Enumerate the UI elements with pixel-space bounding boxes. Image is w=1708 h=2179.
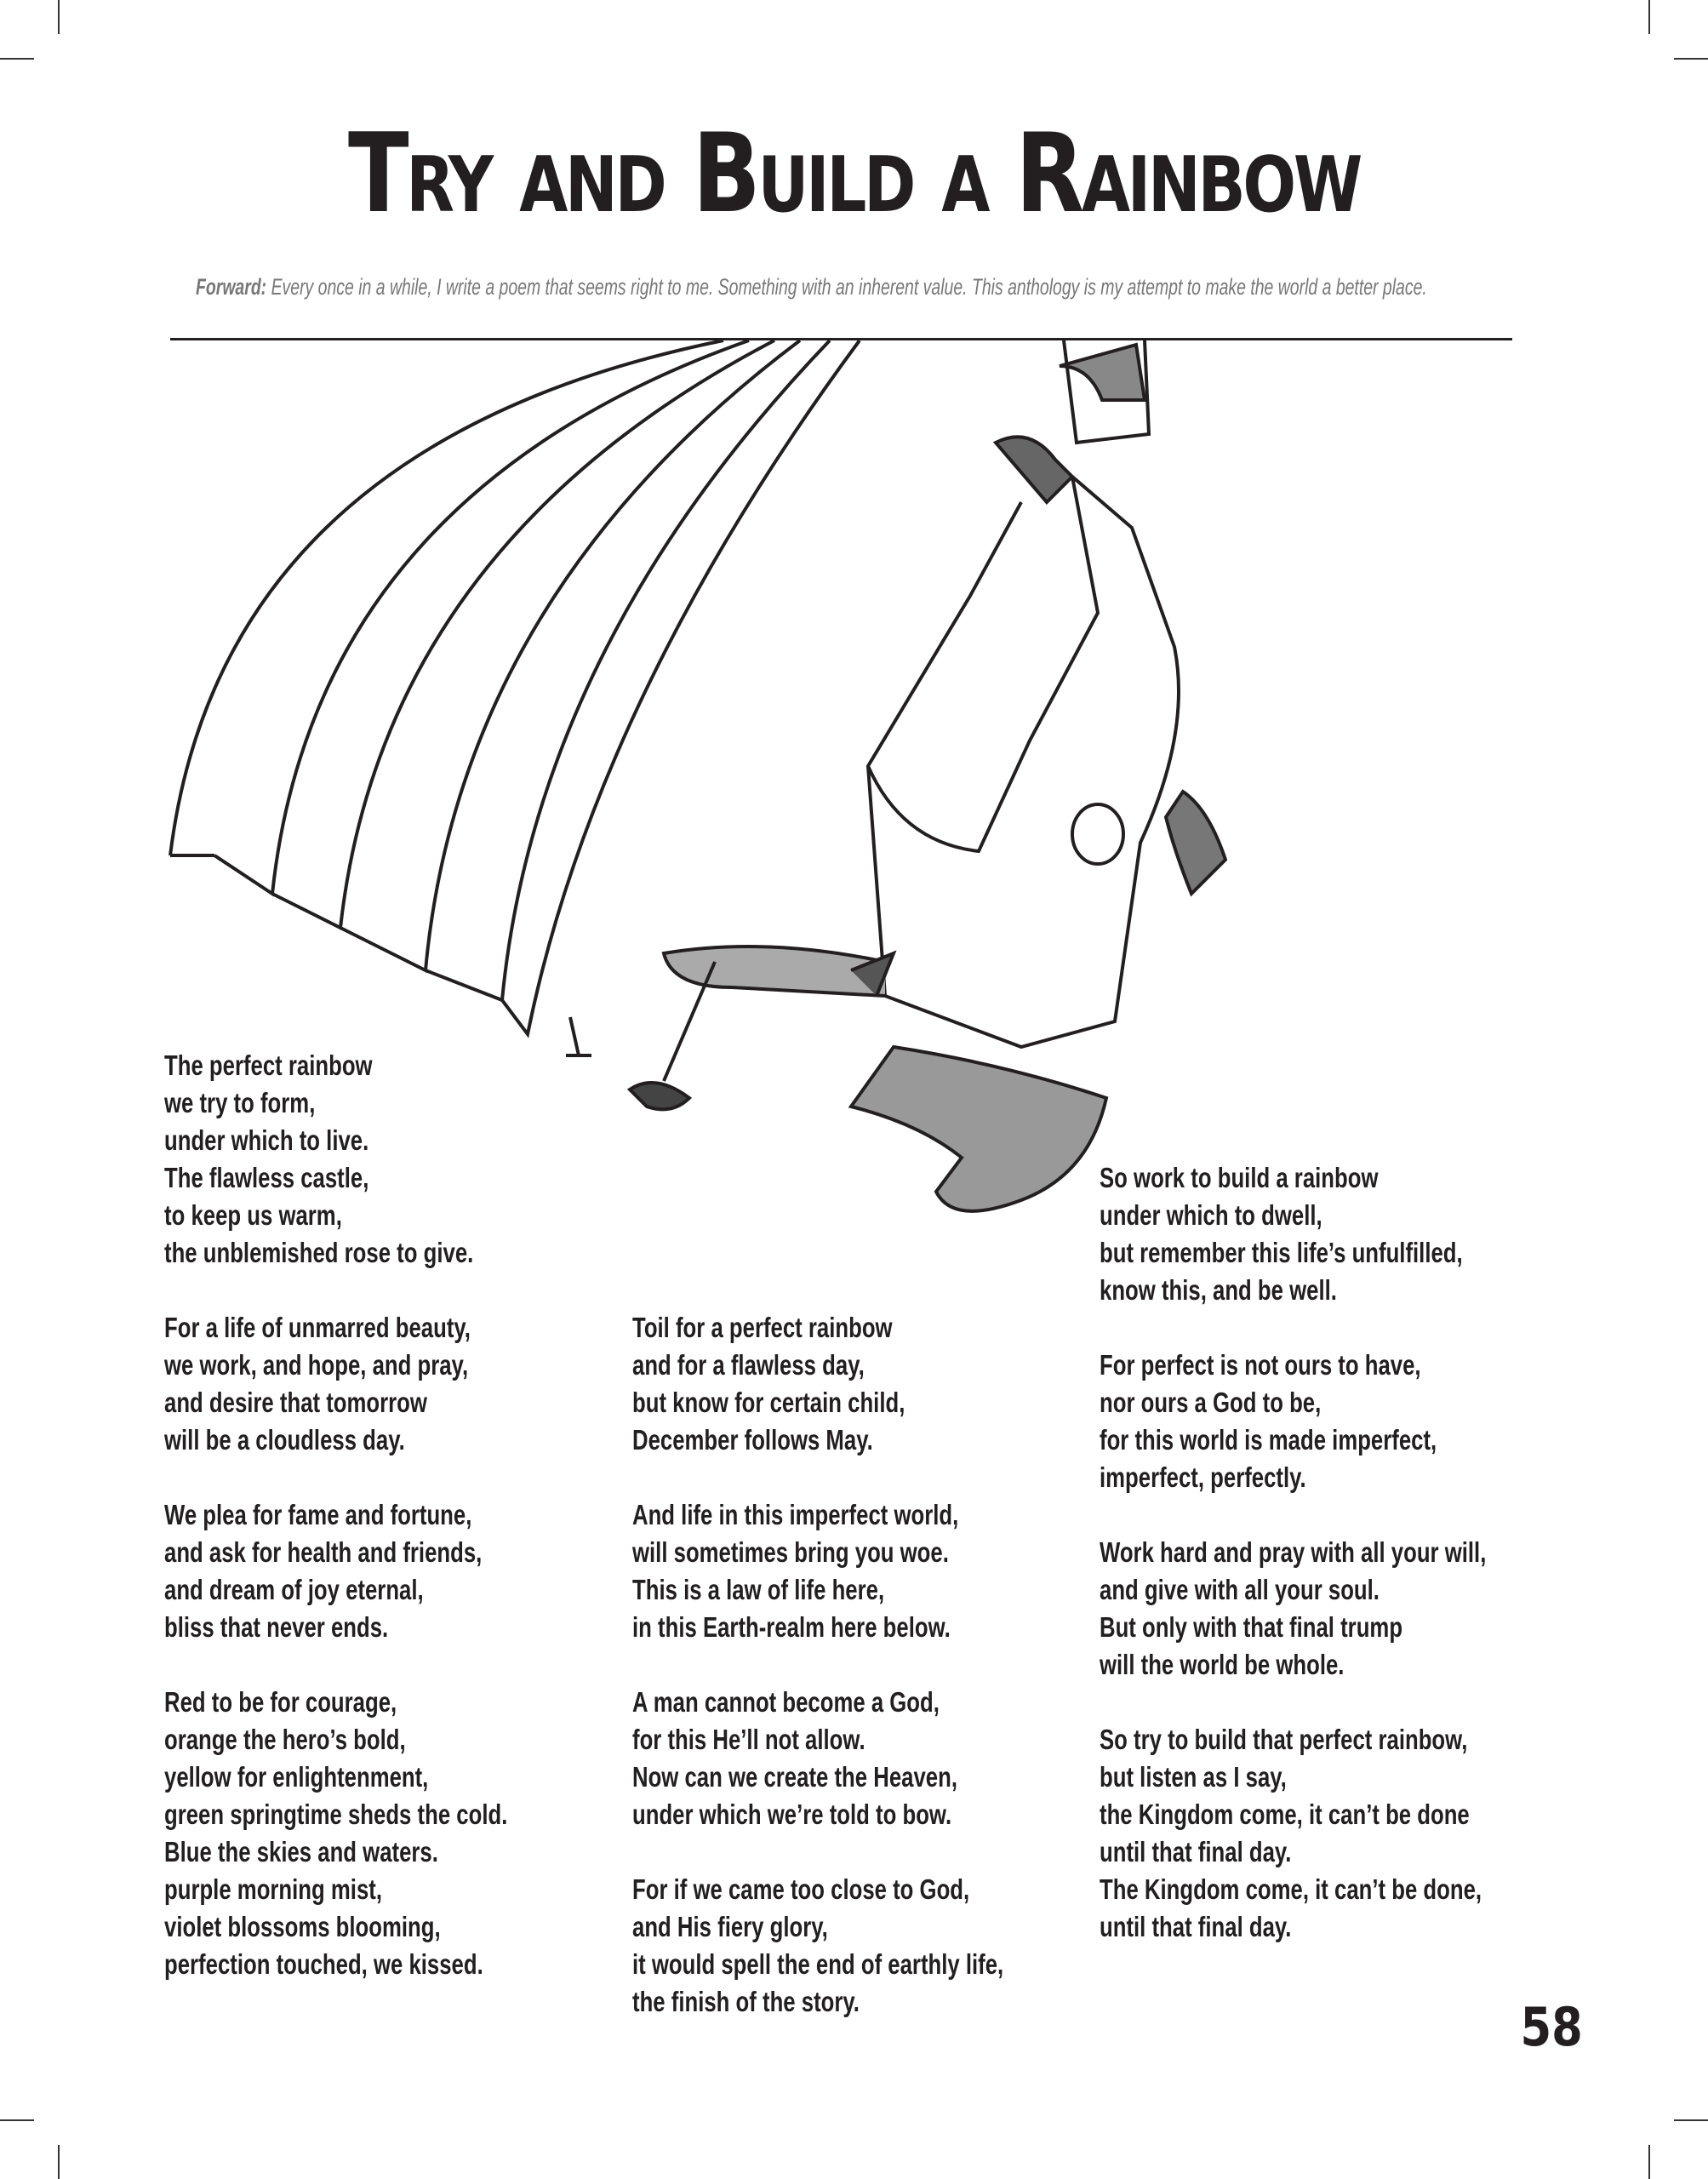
poem-line: green springtime sheds the cold. xyxy=(164,1799,508,1830)
crop-mark xyxy=(0,58,34,60)
poem-line: A man cannot become a God, xyxy=(632,1686,940,1718)
upside-down-worker xyxy=(626,340,1228,1213)
poem-line: For if we came too close to God, xyxy=(632,1873,970,1905)
poem-line: and desire that tomorrow xyxy=(164,1387,427,1418)
forward-label: Forward: xyxy=(196,274,267,300)
poem-line: imperfect, perfectly. xyxy=(1100,1461,1306,1493)
poem-line: for this He’ll not allow. xyxy=(632,1724,865,1755)
poem-line: So work to build a rainbow xyxy=(1100,1162,1379,1193)
poem-line: we try to form, xyxy=(164,1087,316,1118)
poem-line: but listen as I say, xyxy=(1100,1761,1287,1793)
poem-line: The perfect rainbow xyxy=(164,1049,373,1081)
stanza: The perfect rainbow we try to form, under … xyxy=(164,1047,507,1272)
stanza: For perfect is not ours to have, nor ours… xyxy=(1100,1347,1486,1496)
poem-line: until that final day. xyxy=(1100,1911,1292,1942)
stanza: And life in this imperfect world, will so… xyxy=(632,1496,1003,1646)
poem-line: Work hard and pray with all your will, xyxy=(1100,1536,1487,1568)
crop-mark xyxy=(1648,0,1650,34)
poem-line: But only with that final trump xyxy=(1100,1611,1403,1643)
stanza: For if we came too close to God, and His … xyxy=(632,1871,1003,2021)
poem-line: So try to build that perfect rainbow, xyxy=(1100,1724,1468,1755)
poem-line: This is a law of life here, xyxy=(632,1574,885,1605)
poem-line: And life in this imperfect world, xyxy=(632,1499,959,1530)
poem-line: For perfect is not ours to have, xyxy=(1100,1349,1421,1381)
poem-line: Red to be for courage, xyxy=(164,1686,397,1718)
poem-line: under which to dwell, xyxy=(1100,1199,1322,1231)
poem-line: will be a cloudless day. xyxy=(164,1424,405,1456)
poem-line: We plea for fame and fortune, xyxy=(164,1499,472,1530)
poem-line: nor ours a God to be, xyxy=(1100,1387,1322,1418)
poem-line: until that final day. xyxy=(1100,1836,1292,1867)
poem-line: we work, and hope, and pray, xyxy=(164,1349,469,1381)
poem-line: but remember this life’s unfulfilled, xyxy=(1100,1237,1463,1268)
stanza: So try to build that perfect rainbow, but… xyxy=(1100,1721,1486,1946)
stanza: For a life of unmarred beauty, we work, a… xyxy=(164,1309,507,1459)
crop-mark xyxy=(0,2119,34,2121)
poem-line: the unblemished rose to give. xyxy=(164,1237,474,1268)
poem-line: The Kingdom come, it can’t be done, xyxy=(1100,1873,1482,1905)
poem-line: will the world be whole. xyxy=(1100,1649,1345,1680)
poem-line: violet blossoms blooming, xyxy=(164,1911,441,1942)
crop-mark xyxy=(1674,2119,1708,2121)
forward-note: Forward: Every once in a while, I write … xyxy=(196,274,1427,300)
crop-mark xyxy=(1674,58,1708,60)
stanza: Work hard and pray with all your will, an… xyxy=(1100,1534,1486,1684)
crop-mark xyxy=(58,2145,60,2179)
poem-column-2: Toil for a perfect rainbow and for a flaw… xyxy=(632,1309,1003,2058)
stanza: We plea for fame and fortune, and ask for… xyxy=(164,1496,507,1646)
poem-line: under which we’re told to bow. xyxy=(632,1799,952,1830)
poem-line: know this, and be well. xyxy=(1100,1274,1337,1306)
poem-line: the finish of the story. xyxy=(632,1986,860,2017)
poem-line: for this world is made imperfect, xyxy=(1100,1424,1437,1456)
poem-line: but know for certain child, xyxy=(632,1387,905,1418)
poem-line: the Kingdom come, it can’t be done xyxy=(1100,1799,1470,1830)
poem-line: and dream of joy eternal, xyxy=(164,1574,424,1605)
poem-line: The flawless castle, xyxy=(164,1162,369,1193)
page-number: 58 xyxy=(1520,1996,1583,2058)
poem-line: and His fiery glory, xyxy=(632,1911,828,1942)
poem-line: bliss that never ends. xyxy=(164,1611,389,1643)
crop-mark xyxy=(58,0,60,34)
poem-line: yellow for enlightenment, xyxy=(164,1761,429,1793)
poem-line: Now can we create the Heaven, xyxy=(632,1761,957,1793)
horizontal-rule xyxy=(170,338,1512,340)
rainbow-arcs xyxy=(169,339,861,1057)
poem-line: to keep us warm, xyxy=(164,1199,342,1231)
poem-column-1: The perfect rainbow we try to form, under … xyxy=(164,1047,507,2021)
poem-line: For a life of unmarred beauty, xyxy=(164,1312,471,1343)
poem-line: December follows May. xyxy=(632,1424,873,1456)
forward-text: Every once in a while, I write a poem th… xyxy=(266,274,1427,300)
poem-line: perfection touched, we kissed. xyxy=(164,1948,483,1980)
poem-line: in this Earth-realm here below. xyxy=(632,1611,951,1643)
stanza: So work to build a rainbow under which to… xyxy=(1100,1159,1486,1309)
stanza: Red to be for courage, orange the hero’s … xyxy=(164,1684,507,1983)
poem-line: purple morning mist, xyxy=(164,1873,382,1905)
poem-line: Toil for a perfect rainbow xyxy=(632,1312,893,1343)
poem-line: Blue the skies and waters. xyxy=(164,1836,438,1867)
poem-column-3: So work to build a rainbow under which to… xyxy=(1100,1159,1486,1983)
crop-mark xyxy=(1648,2145,1650,2179)
stanza: Toil for a perfect rainbow and for a flaw… xyxy=(632,1309,1003,1459)
poem-line: will sometimes bring you woe. xyxy=(632,1536,949,1568)
poem-line: orange the hero’s bold, xyxy=(164,1724,406,1755)
poem-line: and give with all your soul. xyxy=(1100,1574,1380,1605)
poem-line: under which to live. xyxy=(164,1124,369,1156)
stanza: A man cannot become a God, for this He’ll… xyxy=(632,1684,1003,1833)
page-title: Try and Build a Rainbow xyxy=(347,111,1362,237)
poem-line: and ask for health and friends, xyxy=(164,1536,483,1568)
poem-line: it would spell the end of earthly life, xyxy=(632,1948,1004,1980)
poem-line: and for a flawless day, xyxy=(632,1349,865,1381)
